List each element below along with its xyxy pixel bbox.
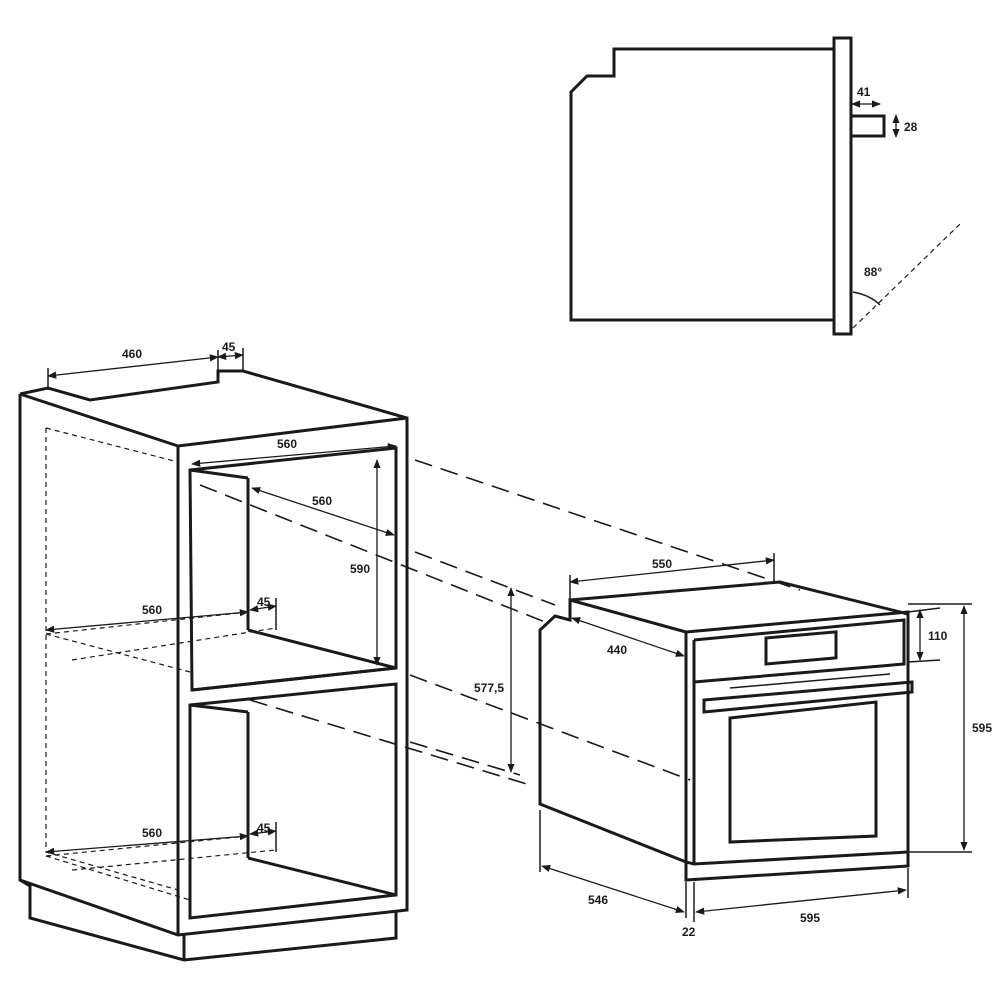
oven-top-width-dimension bbox=[569, 557, 775, 585]
front-thickness-label: 22 bbox=[682, 925, 696, 939]
hidden-back-line bbox=[45, 428, 179, 891]
top-depth-label: 460 bbox=[122, 347, 142, 361]
body-depth-label: 546 bbox=[588, 893, 608, 907]
projection-lines: 577,5 bbox=[199, 459, 801, 786]
low-shelf-width-dimension bbox=[45, 833, 249, 855]
door-window bbox=[728, 700, 878, 844]
low-shelf-gap-label: 45 bbox=[257, 821, 271, 835]
door-open-line bbox=[852, 223, 961, 329]
oven-body bbox=[538, 598, 687, 864]
low-shelf-gap-dimension bbox=[249, 828, 277, 837]
oven-top bbox=[569, 580, 909, 616]
lower-opening-back-top bbox=[189, 703, 249, 714]
oven-side-depth-dimension bbox=[571, 617, 685, 657]
panel-height-ext-top bbox=[907, 607, 941, 613]
hidden-top-line bbox=[45, 427, 179, 463]
door-angle-label: 88° bbox=[864, 265, 882, 279]
mid-shelf-width-label: 560 bbox=[142, 603, 162, 617]
inner-width-dimension bbox=[191, 443, 397, 467]
control-panel bbox=[693, 618, 906, 684]
projection-line-4 bbox=[409, 674, 691, 781]
cabinet-top-left-edge bbox=[19, 369, 243, 402]
handle-height-label: 28 bbox=[904, 120, 918, 134]
niche-height-label: 590 bbox=[350, 562, 370, 576]
cabinet-outline bbox=[18, 369, 409, 937]
cabinet-plinth bbox=[19, 878, 398, 962]
cabinet-front-top bbox=[177, 416, 408, 448]
mid-shelf-gap-dimension bbox=[249, 603, 277, 613]
lower-opening-floor bbox=[247, 856, 397, 897]
door-angle-arc bbox=[852, 291, 881, 306]
inner-width-label: 560 bbox=[277, 437, 297, 451]
oven-side-depth-label: 440 bbox=[607, 643, 627, 657]
oven: 550 440 110 595 546 595 22 bbox=[538, 553, 992, 939]
upper-opening-back-top bbox=[189, 468, 249, 480]
mid-shelf-gap-label: 45 bbox=[257, 595, 271, 609]
projection-line-5 bbox=[249, 699, 531, 786]
side-view: 41 28 88° bbox=[569, 36, 961, 336]
panel-height-ext-bottom bbox=[907, 659, 941, 663]
cabinet-front-edge bbox=[19, 392, 179, 448]
oven-top-width-label: 550 bbox=[652, 557, 672, 571]
top-gap-dimension bbox=[217, 352, 244, 360]
front-width-label: 595 bbox=[800, 911, 820, 925]
inner-depth-label: 560 bbox=[312, 494, 332, 508]
cabinet: 460 45 560 560 590 560 45 560 45 bbox=[18, 340, 409, 962]
mid-shelf-width-dimension bbox=[45, 609, 249, 633]
low-shelf-width-label: 560 bbox=[142, 826, 162, 840]
top-gap-label: 45 bbox=[222, 340, 236, 354]
connector-height-label: 577,5 bbox=[474, 681, 504, 695]
lower-opening bbox=[188, 682, 398, 920]
body-depth-dimension bbox=[541, 865, 685, 913]
control-display bbox=[764, 630, 838, 666]
top-depth-dimension bbox=[47, 354, 219, 379]
side-view-oven-body bbox=[569, 47, 834, 322]
hidden-low-shelf-inner bbox=[71, 849, 277, 871]
oven-front-base bbox=[684, 852, 910, 882]
handle-depth-label: 41 bbox=[857, 85, 871, 99]
projection-line-2 bbox=[199, 484, 546, 623]
side-view-handle bbox=[849, 114, 886, 138]
panel-height-label: 110 bbox=[928, 629, 948, 643]
upper-opening-floor bbox=[247, 628, 397, 670]
projection-line-1 bbox=[414, 459, 801, 591]
total-height-label: 595 bbox=[972, 721, 992, 735]
hidden-low-shelf-back bbox=[45, 855, 191, 901]
inner-depth-dimension bbox=[251, 487, 395, 536]
oven-front-frame bbox=[684, 610, 910, 866]
handle-bar-top bbox=[729, 673, 891, 689]
side-view-front-panel bbox=[832, 36, 853, 336]
hidden-mid-shelf-inner bbox=[71, 627, 277, 661]
upper-shelf-front bbox=[191, 666, 397, 692]
projection-line-3 bbox=[414, 551, 556, 606]
projection-line-6 bbox=[409, 741, 521, 776]
oven-handle bbox=[702, 680, 914, 714]
front-width-dimension bbox=[695, 887, 907, 915]
